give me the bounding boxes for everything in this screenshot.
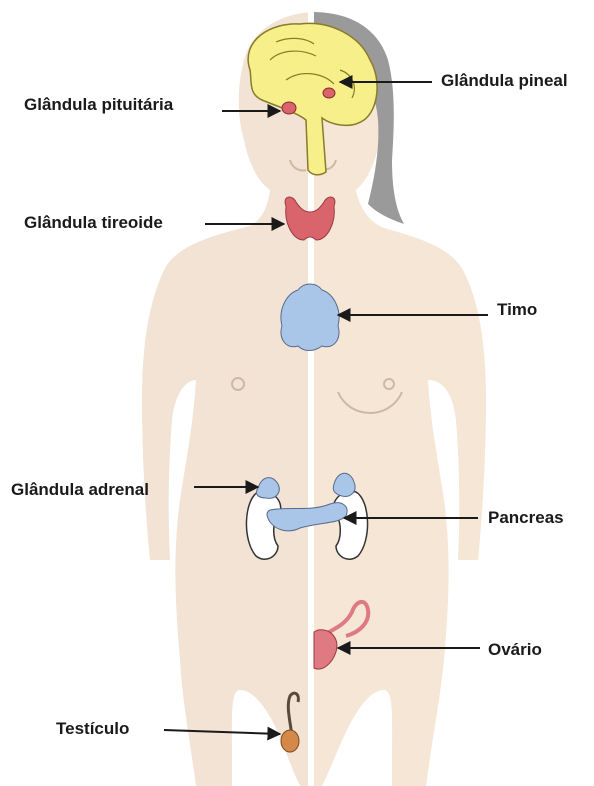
label-pineal-gland: Glândula pineal <box>441 71 568 91</box>
label-thyroid-gland: Glândula tireoide <box>24 213 163 233</box>
pineal-gland <box>323 88 335 98</box>
label-thymus: Timo <box>497 300 537 320</box>
pituitary-gland <box>282 102 296 114</box>
label-ovary: Ovário <box>488 640 542 660</box>
label-testis: Testículo <box>56 719 129 739</box>
label-pancreas: Pancreas <box>488 508 564 528</box>
label-pituitary-gland: Glândula pituitária <box>24 95 173 115</box>
label-adrenal-gland: Glândula adrenal <box>11 480 149 500</box>
testis-organ <box>281 730 299 752</box>
body-left-half <box>142 12 312 786</box>
